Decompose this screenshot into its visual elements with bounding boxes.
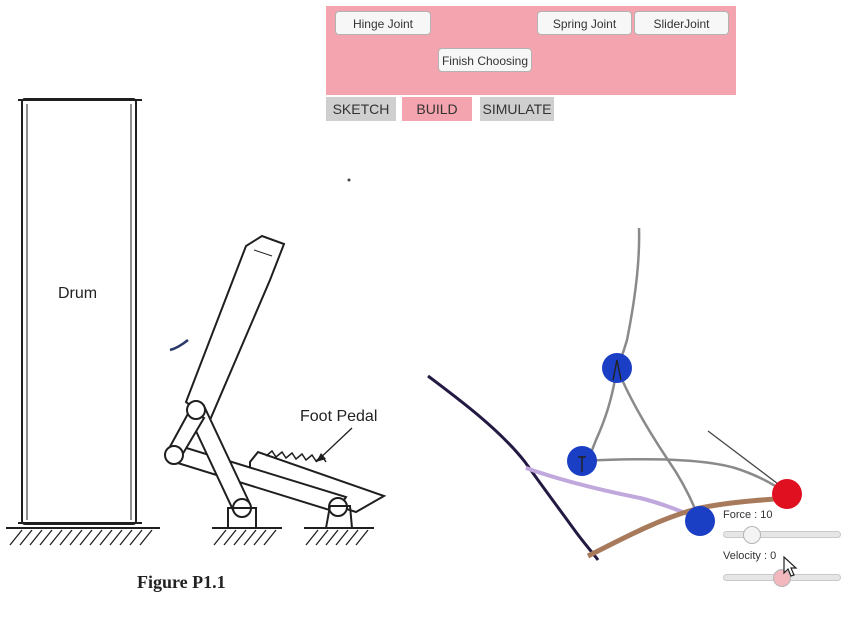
supports xyxy=(227,505,353,529)
spring-line xyxy=(707,430,783,488)
force-joint-red[interactable] xyxy=(772,479,802,509)
velocity-slider-knob[interactable] xyxy=(773,569,791,587)
foot-pedal-label: Foot Pedal xyxy=(300,408,377,425)
tab-build[interactable]: BUILD xyxy=(402,97,472,121)
hinge-joint-top[interactable] xyxy=(602,353,632,383)
slider-joint-button[interactable]: SliderJoint xyxy=(634,11,729,35)
joint-toolbar: Hinge Joint Spring Joint SliderJoint Fin… xyxy=(326,6,736,95)
finish-choosing-button[interactable]: Finish Choosing xyxy=(438,48,532,72)
force-label: Force : 10 xyxy=(723,509,773,521)
ground-hatch xyxy=(6,527,374,546)
drum-drawing xyxy=(18,98,142,525)
hinge-joint-bottom[interactable] xyxy=(685,506,715,536)
mouse-cursor-icon xyxy=(783,556,798,577)
tab-simulate[interactable]: SIMULATE xyxy=(480,97,554,121)
hinge-joint-button[interactable]: Hinge Joint xyxy=(335,11,431,35)
figure-caption: Figure P1.1 xyxy=(137,572,226,592)
sketch-stroke-dark xyxy=(427,374,600,561)
force-slider-track[interactable] xyxy=(723,531,841,538)
tab-sketch[interactable]: SKETCH xyxy=(326,97,396,121)
drum-label: Drum xyxy=(58,285,97,302)
spring-joint-button[interactable]: Spring Joint xyxy=(537,11,632,35)
pins xyxy=(164,400,348,518)
force-slider-knob[interactable] xyxy=(743,526,761,544)
velocity-label: Velocity : 0 xyxy=(723,550,777,562)
